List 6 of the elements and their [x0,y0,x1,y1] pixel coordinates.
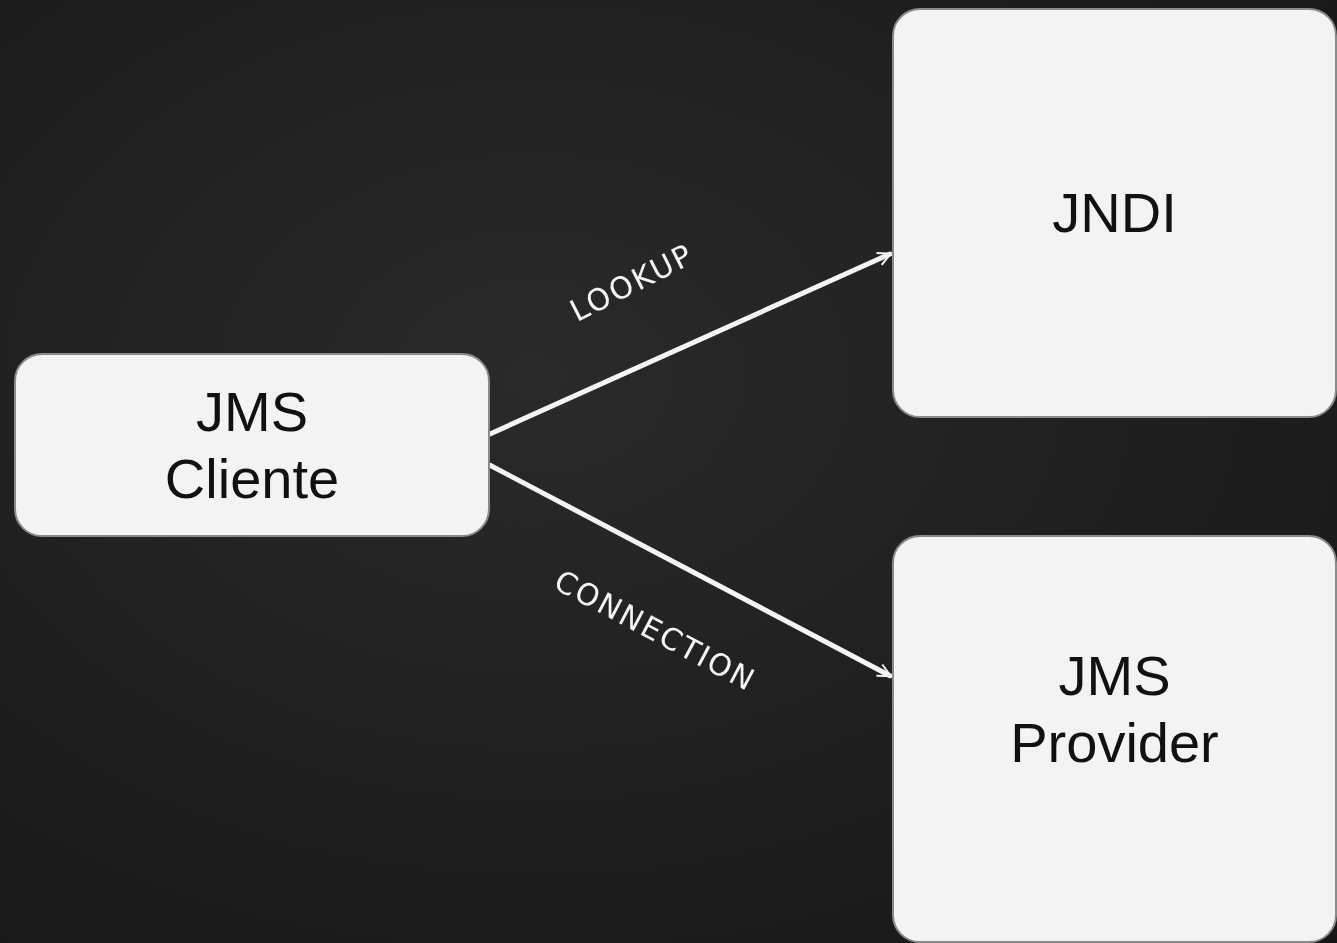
box-label: JNDI [1052,180,1177,247]
box-label: JMS Cliente [163,378,341,512]
process-box [892,535,1337,943]
process-box [14,353,490,537]
process-box [892,8,1337,418]
box-label: JMS Provider [1009,642,1220,776]
